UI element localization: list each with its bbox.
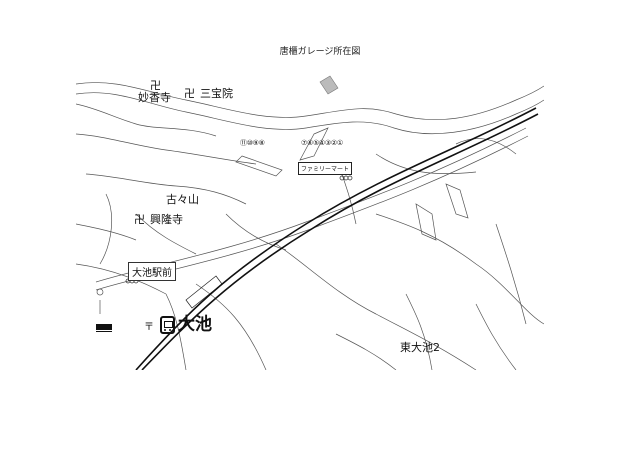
river-lower-bank: [76, 92, 544, 135]
convenience-store-icon: [96, 324, 112, 340]
lot-numbers-left: ⑪⑩⑨⑧: [240, 139, 265, 147]
ooike-ekimae-text: 大池駅前: [132, 268, 172, 279]
post-office-icon: 〒: [144, 321, 154, 333]
family-mart-text: ファミリーマート: [301, 166, 350, 173]
temple-manji-icon: 卍: [150, 79, 161, 92]
lot-numbers-right: ⑦⑥⑤④③②①: [301, 139, 343, 147]
ooike-ekimae-busstop-label: 大池駅前: [128, 262, 176, 281]
myokoji-label: 妙香寺: [138, 91, 171, 104]
ooike-station-label[interactable]: 〒 大池: [144, 316, 212, 334]
kouryuji-label: 興隆寺: [150, 213, 183, 226]
railway-line-b: [141, 113, 539, 370]
ooike-station-name: 大池: [178, 314, 212, 335]
kokoyama-label: 古々山: [166, 193, 199, 206]
temple-manji-icon: 卍: [184, 87, 195, 100]
temple-manji-icon: 卍: [134, 213, 145, 226]
river-upper-bank: [76, 82, 544, 121]
sanpouin-label: 三宝院: [200, 87, 233, 100]
train-station-icon: [160, 316, 175, 334]
temple-label-myokoji: 卍: [150, 76, 166, 92]
map-area[interactable]: 卍 妙香寺 卍三宝院 ⑪⑩⑨⑧ ⑦⑥⑤④③②① ファミリーマート 古々山 卍興隆…: [76, 64, 544, 370]
temple-label-sanpouin: 卍三宝院: [184, 84, 233, 100]
higashi-ooike-label: 東大池2: [400, 341, 440, 354]
temple-label-kouryuji: 卍興隆寺: [134, 210, 183, 226]
railway-line-a: [135, 107, 537, 370]
family-mart-label: ファミリーマート: [298, 162, 353, 175]
map-lines: [76, 75, 544, 370]
map-title: 唐櫃ガレージ所在図: [279, 47, 361, 57]
